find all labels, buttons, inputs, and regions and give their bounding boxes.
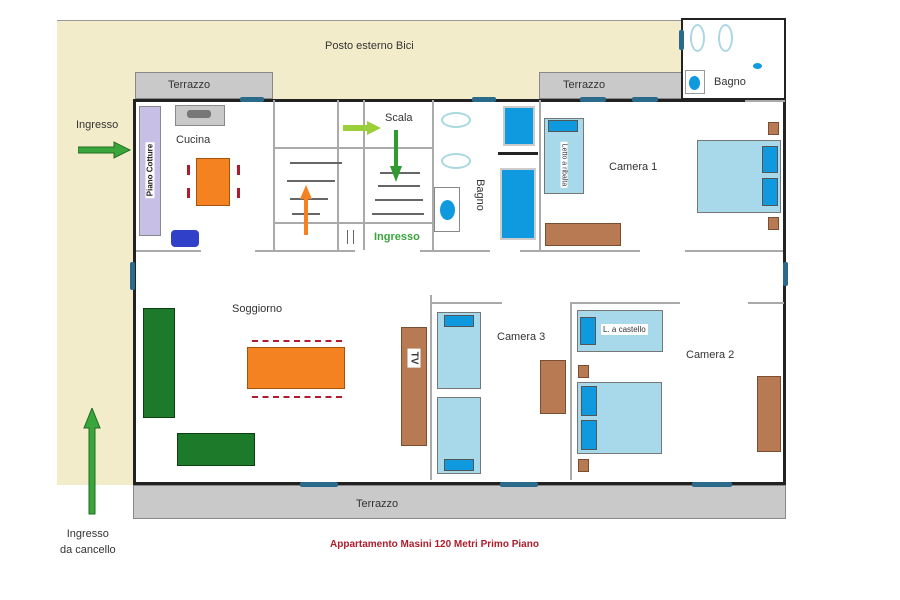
terrace-label: Terrazzo bbox=[168, 79, 211, 91]
stairs-arrow-right-icon bbox=[343, 121, 381, 135]
stairs-down-arrow-icon bbox=[390, 130, 402, 182]
sofa bbox=[143, 308, 175, 418]
worktop-label: Piano Cotture bbox=[145, 141, 155, 199]
terrace-label: Terrazzo bbox=[563, 79, 606, 91]
terrace-top-right bbox=[539, 72, 682, 99]
inner-entrance-label: Ingresso bbox=[374, 231, 420, 243]
bedroom1-label: Camera 1 bbox=[609, 161, 658, 173]
bath-label: Bagno bbox=[714, 76, 746, 88]
terrace-top-left bbox=[135, 72, 273, 99]
living-room-label: Soggiorno bbox=[232, 303, 283, 315]
kitchen-table bbox=[196, 158, 230, 206]
sofa bbox=[177, 433, 255, 466]
bed-label: Letto a ribalta bbox=[560, 141, 568, 189]
arrow-right-icon bbox=[78, 141, 132, 159]
terrace-bottom bbox=[133, 485, 786, 519]
tv-cabinet bbox=[401, 327, 427, 446]
entrance-label: Ingresso bbox=[76, 119, 119, 131]
terrace-label: Terrazzo bbox=[356, 498, 399, 510]
arrow-up-icon bbox=[83, 408, 101, 515]
bunk-bed-label: L. a castello bbox=[601, 324, 648, 335]
kitchen-label: Cucina bbox=[176, 134, 211, 146]
stairs-label: Scala bbox=[385, 112, 413, 124]
stairs-up-arrow-icon bbox=[300, 185, 312, 235]
dining-table bbox=[247, 347, 345, 389]
plan-title: Appartamento Masini 120 Metri Primo Pian… bbox=[330, 539, 539, 550]
bedroom2-label: Camera 2 bbox=[686, 349, 735, 361]
bike-parking-label: Posto esterno Bici bbox=[325, 40, 414, 52]
bedroom3-label: Camera 3 bbox=[497, 331, 546, 343]
tv-label: TV bbox=[407, 348, 421, 368]
gate-entrance-label: Ingresso da cancello bbox=[60, 528, 116, 556]
bath-label: Bagno bbox=[474, 179, 486, 211]
